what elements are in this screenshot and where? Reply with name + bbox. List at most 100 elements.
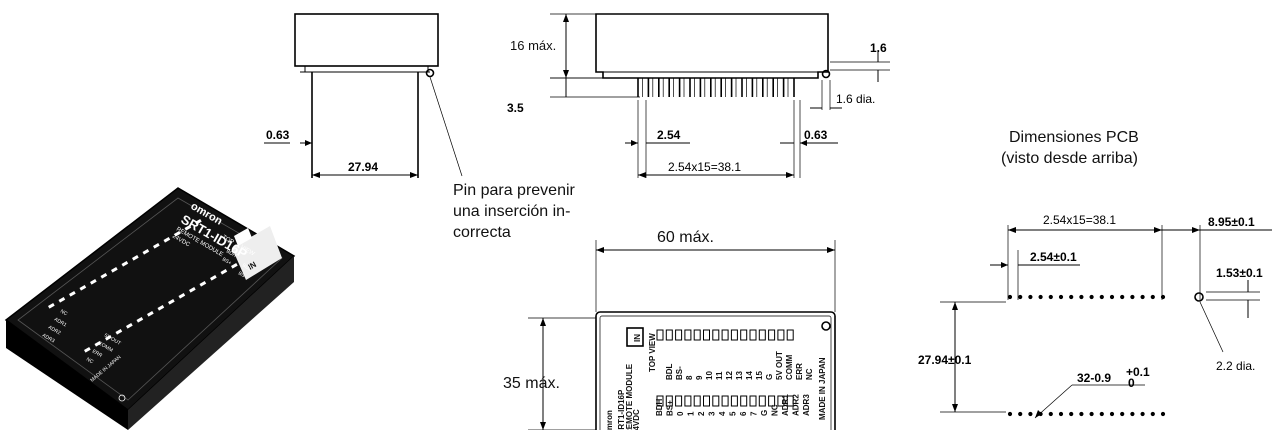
top-row-label-lower: 7 (750, 411, 759, 416)
top-led-upper (730, 329, 738, 341)
pcb-hole (1130, 411, 1135, 417)
top-led-lower (684, 395, 692, 407)
module-right-face (128, 256, 294, 430)
photo-led (94, 341, 102, 347)
module-photo: IN omron SRT1-ID16P REMOTE MODULE 24VDC … (4, 187, 296, 430)
pcb-hole (1048, 294, 1053, 300)
photo-led (167, 299, 175, 305)
pcb-hole (1089, 411, 1094, 417)
top-led-lower (703, 395, 710, 407)
photo-led (136, 317, 144, 323)
pcb-hole (1058, 411, 1064, 417)
front-body (595, 13, 829, 79)
top-led-lower (721, 395, 729, 407)
top-in-box (626, 327, 644, 347)
front-dim-pin-len: 3.5 (507, 101, 524, 115)
photo-in-label: IN (247, 260, 259, 272)
top-sub1: REMOTE MODULE (625, 363, 634, 430)
pcb-dim-row-spacing: 27.94±0.1 (918, 353, 972, 367)
pcb-hole (1079, 411, 1084, 417)
top-row-label-lower: G (760, 410, 769, 416)
top-in-text: IN (633, 334, 642, 342)
top-led-lower (665, 395, 673, 407)
photo-led (184, 225, 192, 231)
pcb-hole (1109, 411, 1115, 417)
top-row-label-lower: 4 (718, 411, 727, 416)
top-sub2: 24VDC (632, 409, 641, 430)
photo-err-label: ERR (91, 349, 103, 360)
photo-led (79, 285, 87, 291)
top-dim-length: 60 máx. (657, 229, 714, 246)
front-view: 16 máx. 3.5 2.54 2.54x15=38.1 0.63 1.6 1… (507, 13, 890, 178)
pcb-title-1: Dimensiones PCB (1009, 129, 1139, 146)
top-led-upper (665, 329, 673, 341)
top-led-lower (675, 395, 683, 407)
top-row-label-lower: NC (771, 404, 780, 416)
top-brand: omron (605, 410, 614, 430)
photo-led (163, 237, 171, 243)
photo-led (231, 263, 238, 269)
top-row-label-lower: 1 (687, 411, 696, 416)
top-row-label-upper: 8 (685, 375, 694, 380)
front-dim-pitch: 2.54 (657, 128, 681, 142)
pcb-hole (1160, 294, 1166, 300)
side-dim-pitch-end: 0.63 (266, 128, 290, 142)
photo-led (105, 335, 112, 341)
top-led-upper (703, 329, 710, 341)
photo-led (220, 269, 228, 275)
top-row-label-lower: BDH (655, 398, 664, 416)
top-led-lower (693, 395, 701, 407)
pcb-hole (1038, 294, 1043, 300)
top-row-label-lower: 3 (708, 411, 717, 416)
pcb-dim-offset: 1.53±0.1 (1216, 266, 1263, 280)
pcb-hole (1018, 294, 1023, 300)
top-row-label-upper: ERR (795, 363, 804, 380)
top-led-lower (740, 395, 748, 407)
pcb-hole (1150, 411, 1155, 417)
photo-led (115, 329, 123, 335)
pcb-hole (1109, 294, 1115, 300)
side-dim-width: 27.94 (348, 160, 378, 174)
top-row-label-upper: NC (805, 368, 814, 380)
photo-led (147, 311, 154, 317)
top-led-upper (740, 329, 748, 341)
photo-led (125, 323, 133, 329)
front-dim-height: 16 máx. (510, 38, 556, 53)
top-row-label-upper: G (765, 374, 774, 380)
pcb-hole-row-bottom (1007, 411, 1166, 417)
top-row-label-lower: ADR3 (802, 394, 811, 416)
keying-pin (425, 68, 435, 78)
top-row-label-upper: 11 (715, 371, 724, 380)
pcb-hole (1120, 294, 1125, 300)
photo-adr2-label: ADR2 (47, 325, 62, 337)
top-led-upper (693, 329, 701, 341)
photo-bdl-label: BDL (241, 263, 253, 273)
top-led-upper (777, 329, 785, 341)
photo-adr3-label: ADR3 (41, 333, 56, 345)
pcb-keying-hole (1194, 292, 1204, 302)
pcb-hole (1007, 294, 1013, 300)
pin-note: Pin para prevenir una inserción in- corr… (453, 182, 579, 241)
photo-nc-label: NC (59, 309, 69, 318)
top-row-label-lower: 0 (676, 411, 685, 416)
photo-led (209, 275, 217, 281)
top-row-label-lower: 5 (729, 411, 738, 416)
photo-led (84, 347, 91, 353)
photo-top-label: TOP (221, 235, 235, 246)
photo-bdh-label: BDH (225, 249, 237, 260)
pcb-hole (1140, 411, 1145, 417)
pin-note-leader (429, 76, 463, 177)
top-led-lower (749, 395, 757, 407)
top-led-row-upper (656, 329, 794, 341)
photo-leds (48, 219, 238, 353)
top-made-in: MADE IN JAPAN (818, 357, 827, 420)
photo-led (69, 291, 76, 297)
pcb-hole (1069, 294, 1074, 300)
pcb-hole (1150, 294, 1155, 300)
top-led-lower (777, 395, 785, 407)
top-led-upper (684, 329, 692, 341)
module-left-face (6, 320, 128, 430)
photo-led (142, 249, 150, 255)
top-view: 60 máx. 35 máx. IN omron SRT1-ID16P REMO… (503, 229, 836, 430)
photo-led (111, 267, 118, 273)
